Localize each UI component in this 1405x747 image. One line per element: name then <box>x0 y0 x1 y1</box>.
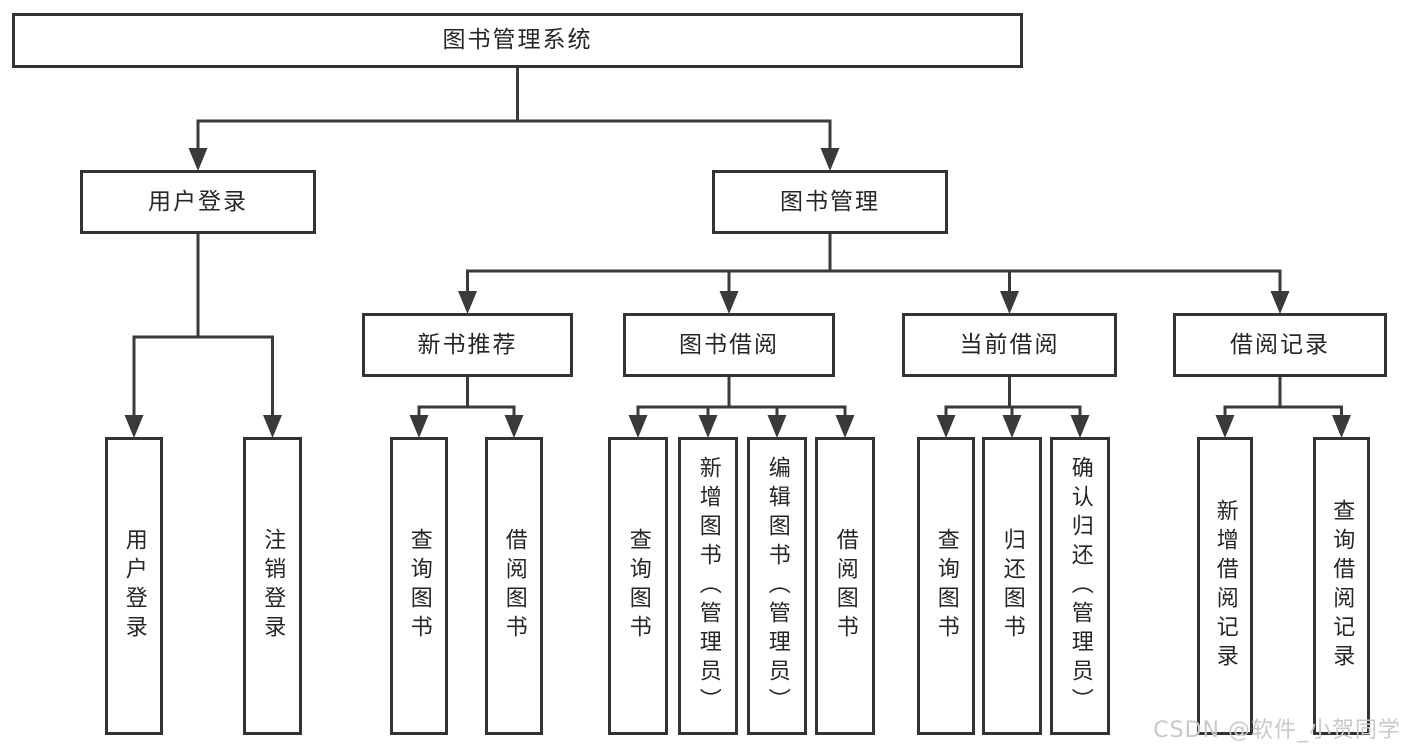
node-label-currentborrow: 当前借阅 <box>959 331 1060 358</box>
node-label-bb-add: 新增图书（管理员） <box>695 455 721 717</box>
edges-from-bookborrow <box>628 374 855 438</box>
node-nb-borrow: 借阅图书 <box>485 437 543 735</box>
node-label-login-user: 用户登录 <box>121 528 147 644</box>
edges-from-bookmgmt <box>458 231 1290 314</box>
node-label-br-query: 查询借阅记录 <box>1329 499 1355 673</box>
node-label-login-logout: 注销登录 <box>260 528 286 644</box>
node-bookmgmt: 图书管理 <box>712 170 948 234</box>
node-bb-borrow: 借阅图书 <box>815 437 875 735</box>
node-nb-query: 查询图书 <box>390 437 448 735</box>
node-label-br-add: 新增借阅记录 <box>1212 499 1238 673</box>
node-bb-query: 查询图书 <box>608 437 668 735</box>
node-label-borrowrecords: 借阅记录 <box>1230 331 1330 358</box>
node-bb-edit: 编辑图书（管理员） <box>747 437 807 735</box>
node-login-user: 用户登录 <box>105 437 163 735</box>
node-bookborrow: 图书借阅 <box>623 313 835 377</box>
node-cb-return: 归还图书 <box>982 437 1042 735</box>
node-label-bb-borrow: 借阅图书 <box>832 528 858 644</box>
node-label-nb-borrow: 借阅图书 <box>501 528 527 644</box>
node-currentborrow: 当前借阅 <box>902 313 1117 377</box>
node-root: 图书管理系统 <box>12 13 1023 68</box>
node-label-bookborrow: 图书借阅 <box>679 331 779 358</box>
node-login-logout: 注销登录 <box>243 437 302 735</box>
node-cb-query: 查询图书 <box>917 437 975 735</box>
node-label-cb-query: 查询图书 <box>933 528 959 644</box>
node-label-nb-query: 查询图书 <box>406 528 432 644</box>
node-label-bb-edit: 编辑图书（管理员） <box>764 455 790 717</box>
node-cb-confirm: 确认归还（管理员） <box>1050 437 1110 735</box>
node-label-bookmgmt: 图书管理 <box>780 188 880 215</box>
edges-from-newbook <box>409 374 524 438</box>
node-label-cb-return: 归还图书 <box>999 528 1025 644</box>
node-newbook: 新书推荐 <box>362 313 573 377</box>
node-label-root: 图书管理系统 <box>442 27 593 54</box>
node-bb-add: 新增图书（管理员） <box>678 437 738 735</box>
edges-from-currentborrow <box>936 374 1090 438</box>
edges-from-login <box>124 231 282 438</box>
node-label-login: 用户登录 <box>148 188 248 215</box>
node-login: 用户登录 <box>80 170 316 234</box>
node-br-add: 新增借阅记录 <box>1197 437 1253 735</box>
node-label-newbook: 新书推荐 <box>417 331 518 358</box>
node-label-cb-confirm: 确认归还（管理员） <box>1067 455 1093 717</box>
node-br-query: 查询借阅记录 <box>1313 437 1370 735</box>
node-borrowrecords: 借阅记录 <box>1173 313 1387 377</box>
node-label-bb-query: 查询图书 <box>625 528 651 644</box>
edges-from-borrowrecords <box>1215 374 1351 438</box>
edges-from-root <box>188 65 840 171</box>
